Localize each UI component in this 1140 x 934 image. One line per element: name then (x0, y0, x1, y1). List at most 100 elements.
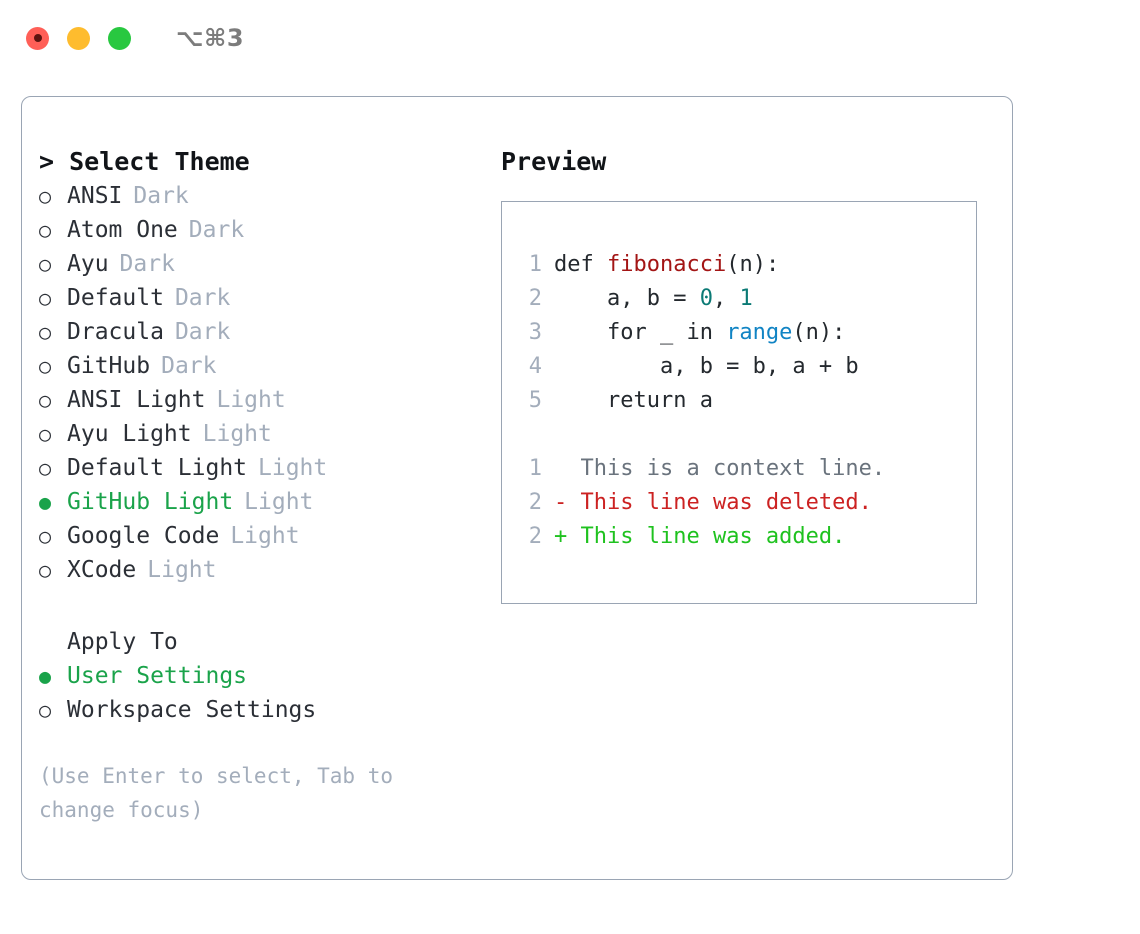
code-line: 5 return a (520, 384, 976, 418)
code-spacer (520, 418, 976, 452)
token-plain: , (712, 286, 740, 311)
diff-marker (554, 452, 581, 486)
apply-to-option-label: User Settings (67, 663, 248, 689)
token-plain: a, b = (554, 286, 700, 311)
code-text: a, b = 0, 1 (554, 282, 753, 316)
title-bar: ⌥⌘3 (0, 0, 1140, 76)
token-num: 0 (699, 286, 713, 311)
diff-line-add: 2 + This line was added. (520, 520, 976, 554)
token-call: range (726, 320, 793, 345)
radio-unselected-icon: ○ (39, 252, 52, 276)
token-plain: a, b = b, a + b (554, 354, 859, 379)
code-text: return a (554, 384, 713, 418)
code-text: a, b = b, a + b (554, 350, 859, 384)
token-plain: (n): (726, 252, 780, 277)
theme-option-label: Default (67, 285, 164, 311)
radio-unselected-icon: ○ (39, 456, 52, 480)
theme-option-github-light[interactable]: ● GitHub Light Light (39, 485, 492, 519)
apply-to-option-workspace-settings[interactable]: ○ Workspace Settings (39, 693, 492, 727)
theme-option-xcode[interactable]: ○ XCode Light (39, 553, 492, 587)
theme-option-label: XCode (67, 557, 137, 583)
theme-option-label: GitHub Light (67, 489, 234, 515)
theme-option-ayu[interactable]: ○ Ayu Dark (39, 247, 492, 281)
radio-selected-icon: ● (39, 490, 52, 514)
token-func: fibonacci (606, 252, 727, 277)
theme-variant-tag: Dark (188, 217, 245, 243)
diff-text: This line was added. (580, 524, 846, 549)
theme-variant-tag: Light (147, 557, 217, 583)
radio-selected-icon: ● (39, 664, 52, 688)
theme-variant-tag: Light (202, 421, 272, 447)
theme-option-label: GitHub (67, 353, 151, 379)
line-number: 4 (528, 354, 542, 379)
diff-line-del: 2- This line was deleted. (520, 486, 976, 520)
radio-unselected-icon: ○ (39, 320, 52, 344)
token-plain: for _ in (554, 320, 727, 345)
radio-unselected-icon: ○ (39, 286, 52, 310)
radio-unselected-icon: ○ (39, 558, 52, 582)
line-number: 2 (528, 524, 542, 549)
apply-to-option-user-settings[interactable]: ● User Settings (39, 659, 492, 693)
line-number: 5 (528, 388, 542, 413)
theme-option-label: Google Code (67, 523, 220, 549)
diff-text: This is a context line. (580, 456, 886, 481)
diff-line-ctx: 1 This is a context line. (520, 452, 976, 486)
theme-variant-tag: Dark (119, 251, 175, 277)
apply-to-option-list[interactable]: ● User Settings ○ Workspace Settings (39, 659, 492, 727)
keyboard-hint: (Use Enter to select, Tab to change focu… (39, 764, 394, 822)
preview-heading: Preview (501, 147, 607, 176)
token-plain: (n): (792, 320, 846, 345)
apply-to-option-label: Workspace Settings (67, 697, 317, 723)
code-line: 4 a, b = b, a + b (520, 350, 976, 384)
maximize-button[interactable] (108, 26, 131, 50)
theme-variant-tag: Light (216, 387, 286, 413)
theme-option-ansi-light[interactable]: ○ ANSI Light Light (39, 383, 492, 417)
window-title: ⌥⌘3 (176, 24, 245, 52)
theme-option-label: ANSI Light (67, 387, 206, 413)
line-number: 3 (528, 320, 542, 345)
theme-option-label: Ayu Light (67, 421, 192, 447)
line-number: 2 (528, 286, 542, 311)
radio-unselected-icon: ○ (39, 388, 52, 412)
theme-option-atom-one[interactable]: ○ Atom One Dark (39, 213, 492, 247)
token-plain: return a (554, 388, 713, 413)
theme-variant-tag: Light (258, 455, 328, 481)
code-text: def fibonacci(n): (554, 248, 779, 282)
diff-sample: 1 This is a context line.2- This line wa… (520, 452, 976, 554)
theme-option-label: Default Light (67, 455, 248, 481)
theme-option-label: Atom One (67, 217, 178, 243)
close-button[interactable] (26, 26, 49, 50)
theme-option-default[interactable]: ○ Default Dark (39, 281, 492, 315)
radio-unselected-icon: ○ (39, 184, 52, 208)
theme-option-label: Ayu (67, 251, 109, 277)
theme-variant-tag: Light (244, 489, 314, 515)
line-number: 1 (528, 252, 542, 277)
radio-unselected-icon: ○ (39, 524, 52, 548)
code-line: 3 for _ in range(n): (520, 316, 976, 350)
theme-option-label: ANSI (67, 183, 123, 209)
theme-option-default-light[interactable]: ○ Default Light Light (39, 451, 492, 485)
radio-unselected-icon: ○ (39, 218, 52, 242)
select-theme-heading: > Select Theme (39, 147, 250, 176)
diff-text: This line was deleted. (580, 490, 872, 515)
diff-marker: + (554, 524, 581, 549)
minimize-button[interactable] (67, 26, 90, 50)
code-line: 1 def fibonacci(n): (520, 248, 976, 282)
theme-variant-tag: Dark (161, 353, 217, 379)
radio-unselected-icon: ○ (39, 698, 52, 722)
code-line: 2 a, b = 0, 1 (520, 282, 976, 316)
line-number: 1 (528, 456, 542, 481)
theme-variant-tag: Dark (174, 285, 231, 311)
line-number: 2 (528, 490, 542, 515)
